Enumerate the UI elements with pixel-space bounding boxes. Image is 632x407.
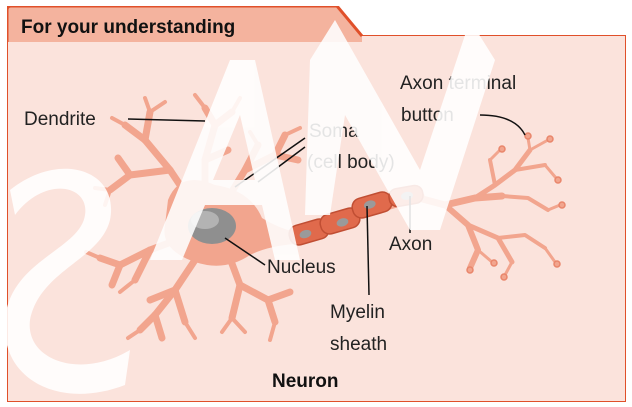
- axon-terminals: [415, 138, 560, 275]
- nucleus-highlight: [191, 211, 219, 229]
- label-sheath: sheath: [330, 333, 387, 356]
- label-myelin: Myelin: [330, 301, 385, 324]
- label-nucleus: Nucleus: [267, 256, 336, 279]
- label-axon-terminal: Axon terminal: [400, 72, 516, 95]
- label-terminal-button: button: [401, 104, 454, 127]
- figure-caption: Neuron: [272, 371, 339, 393]
- label-cell-body: (cell body): [307, 151, 395, 174]
- label-dendrite: Dendrite: [24, 108, 96, 131]
- label-axon: Axon: [389, 233, 432, 256]
- label-soma: Soma: [309, 120, 359, 143]
